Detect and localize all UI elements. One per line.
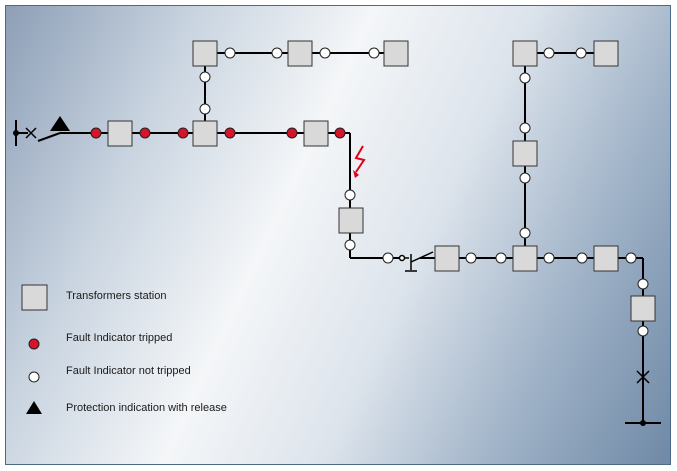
- fault-indicator-tripped: [224, 127, 236, 139]
- fault-indicator-not-tripped: [625, 252, 637, 264]
- legend-tripped-icon: [28, 338, 40, 350]
- diagram-background: [5, 5, 671, 465]
- transformer-station: [383, 40, 409, 67]
- fault-indicator-not-tripped: [543, 252, 555, 264]
- protection-triangle-icon: [50, 116, 70, 131]
- left-breaker-symbol: [25, 127, 37, 139]
- transformer-station: [303, 120, 329, 147]
- transformer-station: [512, 245, 538, 272]
- fault-indicator-not-tripped: [465, 252, 477, 264]
- fault-indicator-not-tripped: [271, 47, 283, 59]
- fault-indicator-not-tripped: [344, 189, 356, 201]
- transformer-stations: [107, 40, 656, 322]
- fault-indicator-not-tripped: [319, 47, 331, 59]
- fault-indicator-not-tripped: [519, 72, 531, 84]
- legend: Transformers station Fault Indicator tri…: [21, 284, 227, 414]
- fault-arrow-icon: [353, 170, 359, 178]
- fault-indicator-not-tripped: [199, 103, 211, 115]
- transformer-station: [434, 245, 460, 272]
- fault-indicator-tripped: [334, 127, 346, 139]
- fault-indicator-not-tripped: [224, 47, 236, 59]
- legend-protection-icon: [26, 401, 42, 414]
- bottom-breaker-symbol: [636, 370, 650, 384]
- legend-not-tripped-icon: [28, 371, 40, 383]
- fault-indicator-tripped: [177, 127, 189, 139]
- fault-indicator-not-tripped: [576, 252, 588, 264]
- fault-lightning-icon: [354, 145, 366, 173]
- legend-protection-label: Protection indication with release: [66, 402, 227, 414]
- transformer-station: [192, 40, 218, 67]
- transformer-station: [512, 140, 538, 167]
- fault-indicator-not-tripped: [368, 47, 380, 59]
- fault-indicator-not-tripped: [344, 239, 356, 251]
- fault-indicator-not-tripped: [637, 325, 649, 337]
- transformer-station: [593, 245, 619, 272]
- fault-indicator-not-tripped: [382, 252, 394, 264]
- fault-indicator-not-tripped: [543, 47, 555, 59]
- middle-switch-symbol: [398, 251, 434, 272]
- fault-indicator-not-tripped: [199, 71, 211, 83]
- transformer-station: [593, 40, 619, 67]
- tripped-indicators: [90, 127, 346, 139]
- bottom-busbar: [625, 420, 661, 426]
- left-busbar: [13, 120, 19, 146]
- fault-indicator-not-tripped: [575, 47, 587, 59]
- transformer-station: [287, 40, 313, 67]
- legend-station-icon: [21, 284, 48, 311]
- legend-tripped-label: Fault Indicator tripped: [66, 332, 172, 344]
- fault-indicator-not-tripped: [495, 252, 507, 264]
- fault-indicator-not-tripped: [519, 172, 531, 184]
- fault-indicator-not-tripped: [519, 122, 531, 134]
- fault-indicator-tripped: [139, 127, 151, 139]
- fault-indicator-tripped: [90, 127, 102, 139]
- transformer-station: [107, 120, 133, 147]
- fault-indicator-not-tripped: [519, 227, 531, 239]
- untripped-indicators: [199, 47, 649, 337]
- transformer-station: [338, 207, 364, 234]
- legend-not-tripped-label: Fault Indicator not tripped: [66, 365, 191, 377]
- transformer-station: [192, 120, 218, 147]
- fault-indicator-tripped: [286, 127, 298, 139]
- transformer-station: [512, 40, 538, 67]
- transformer-station: [630, 295, 656, 322]
- fault-indicator-not-tripped: [637, 278, 649, 290]
- legend-station-label: Transformers station: [66, 290, 166, 302]
